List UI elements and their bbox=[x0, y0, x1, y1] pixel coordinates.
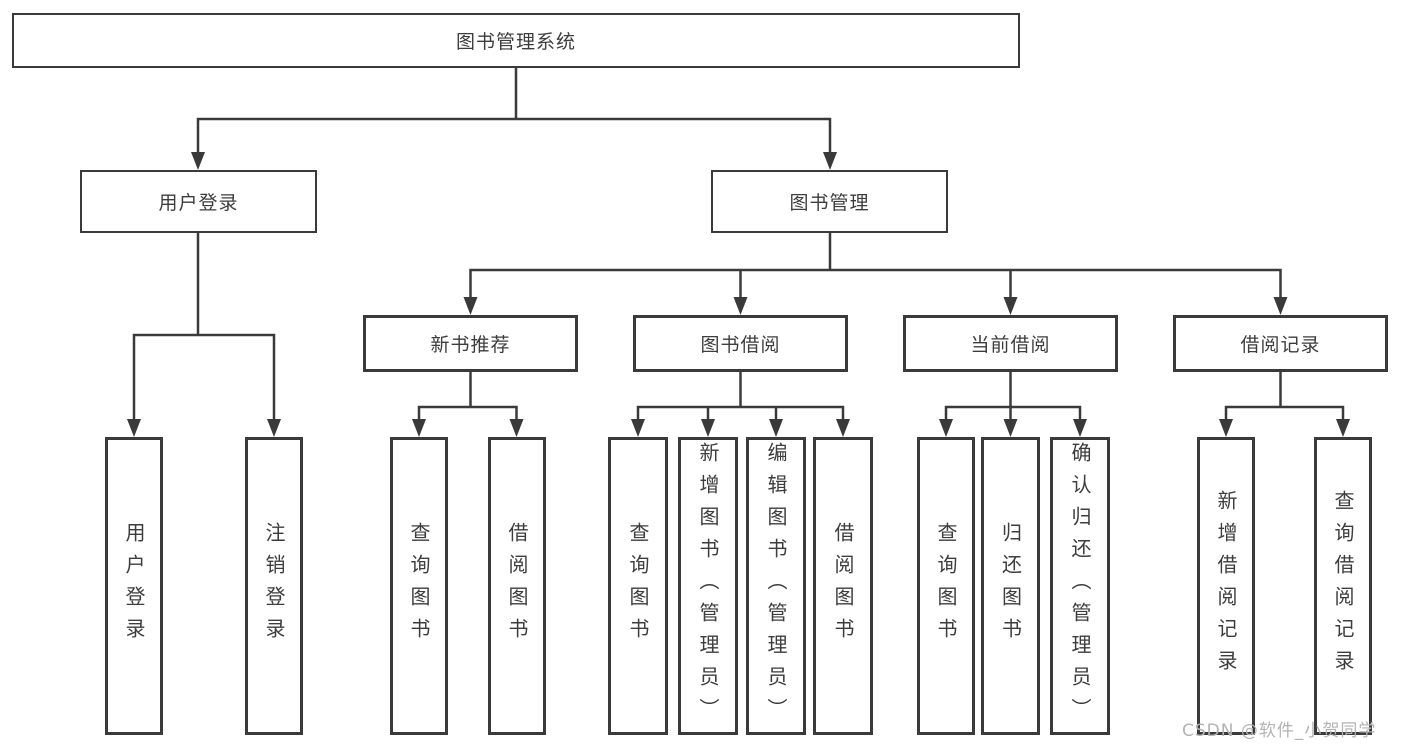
node-label: 借阅记录 bbox=[1240, 334, 1321, 356]
node-label: 新书推荐 bbox=[430, 334, 511, 356]
node-current-borrowing: 当前借阅 bbox=[903, 315, 1118, 372]
node-user-login: 用户登录 bbox=[80, 170, 317, 233]
node-label: 查询图书 bbox=[407, 522, 431, 650]
leaf-logout-login: 注销登录 bbox=[245, 437, 303, 735]
node-label: 图书管理 bbox=[789, 192, 870, 214]
node-label: 编辑图书（管理员） bbox=[764, 442, 788, 730]
node-label: 当前借阅 bbox=[970, 334, 1051, 356]
node-label: 图书借阅 bbox=[700, 334, 781, 356]
leaf-user-login: 用户登录 bbox=[105, 437, 163, 735]
csdn-watermark: CSDN @软件_小贺同学 bbox=[1182, 721, 1377, 741]
node-book-borrowing: 图书借阅 bbox=[633, 315, 848, 372]
leaf-confirm-return-admin: 确认归还（管理员） bbox=[1050, 437, 1110, 735]
node-label: 借阅图书 bbox=[505, 522, 529, 650]
node-library-management-system: 图书管理系统 bbox=[12, 13, 1020, 68]
node-label: 新增借阅记录 bbox=[1214, 490, 1238, 682]
leaf-borrow-books-recommend: 借阅图书 bbox=[488, 437, 546, 735]
node-label: 查询图书 bbox=[626, 522, 650, 650]
node-label: 查询图书 bbox=[934, 522, 958, 650]
arrowheads bbox=[127, 152, 1350, 437]
leaf-return-books: 归还图书 bbox=[981, 437, 1040, 735]
leaf-edit-books-admin: 编辑图书（管理员） bbox=[746, 437, 806, 735]
leaf-query-borrow-record: 查询借阅记录 bbox=[1314, 437, 1372, 735]
node-book-management: 图书管理 bbox=[711, 170, 948, 233]
leaf-query-books-recommend: 查询图书 bbox=[390, 437, 448, 735]
node-new-book-recommend: 新书推荐 bbox=[363, 315, 578, 372]
node-label: 用户登录 bbox=[158, 192, 239, 214]
leaf-query-books-borrowing: 查询图书 bbox=[608, 437, 668, 735]
leaf-borrow-books: 借阅图书 bbox=[813, 437, 873, 735]
leaf-add-books-admin: 新增图书（管理员） bbox=[678, 437, 738, 735]
node-borrowing-records: 借阅记录 bbox=[1173, 315, 1388, 372]
node-label: 注销登录 bbox=[262, 522, 286, 650]
node-label: 确认归还（管理员） bbox=[1068, 442, 1092, 730]
leaf-add-borrow-record: 新增借阅记录 bbox=[1197, 437, 1255, 735]
node-label: 图书管理系统 bbox=[455, 31, 576, 53]
node-label: 归还图书 bbox=[998, 522, 1023, 650]
node-label: 查询借阅记录 bbox=[1331, 490, 1355, 682]
node-label: 新增图书（管理员） bbox=[696, 442, 720, 730]
node-label: 用户登录 bbox=[122, 522, 146, 650]
leaf-query-books-current: 查询图书 bbox=[917, 437, 975, 735]
node-label: 借阅图书 bbox=[831, 522, 855, 650]
